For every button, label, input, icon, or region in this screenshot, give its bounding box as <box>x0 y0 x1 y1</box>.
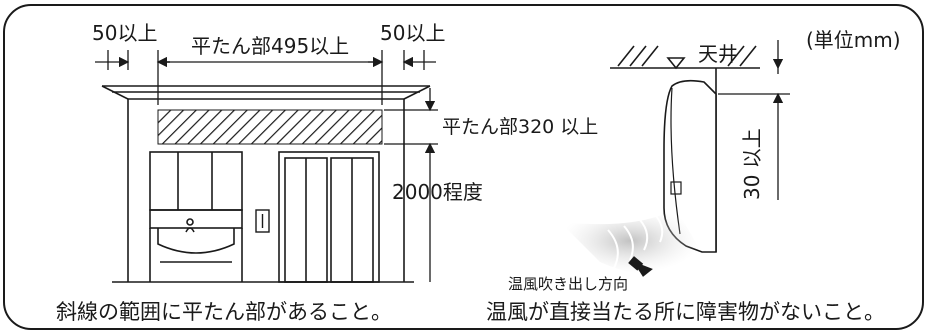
wall-elevation <box>101 85 431 283</box>
vanity-cabinet <box>149 151 243 282</box>
caption-flat-area: 斜線の範囲に平たん部があること。 <box>56 300 392 324</box>
label-margin-left: 50以上 <box>92 21 158 45</box>
label-ceiling-gap: 30 以上 <box>740 128 764 200</box>
label-ceiling: 天井 <box>698 42 738 66</box>
caption-no-obstacle: 温風が直接当たる所に障害物がないこと。 <box>486 300 885 324</box>
dimension-lines-right <box>718 40 790 200</box>
label-airflow-direction: 温風吹き出し方向 <box>508 275 629 293</box>
label-flat-height: 平たん部320 以上 <box>442 116 599 138</box>
dimension-lines-left <box>95 50 438 282</box>
wall-heater-unit <box>663 79 717 253</box>
wall-switch <box>255 209 270 233</box>
label-mount-height: 2000程度 <box>392 180 483 204</box>
double-door <box>278 151 380 283</box>
label-flat-width: 平たん部495以上 <box>191 34 350 58</box>
label-margin-right: 50以上 <box>380 21 446 45</box>
label-unit: (単位mm) <box>806 28 901 52</box>
warm-air-flow <box>560 208 700 277</box>
diagram-frame <box>3 4 924 330</box>
flat-area-hatched <box>157 109 383 145</box>
